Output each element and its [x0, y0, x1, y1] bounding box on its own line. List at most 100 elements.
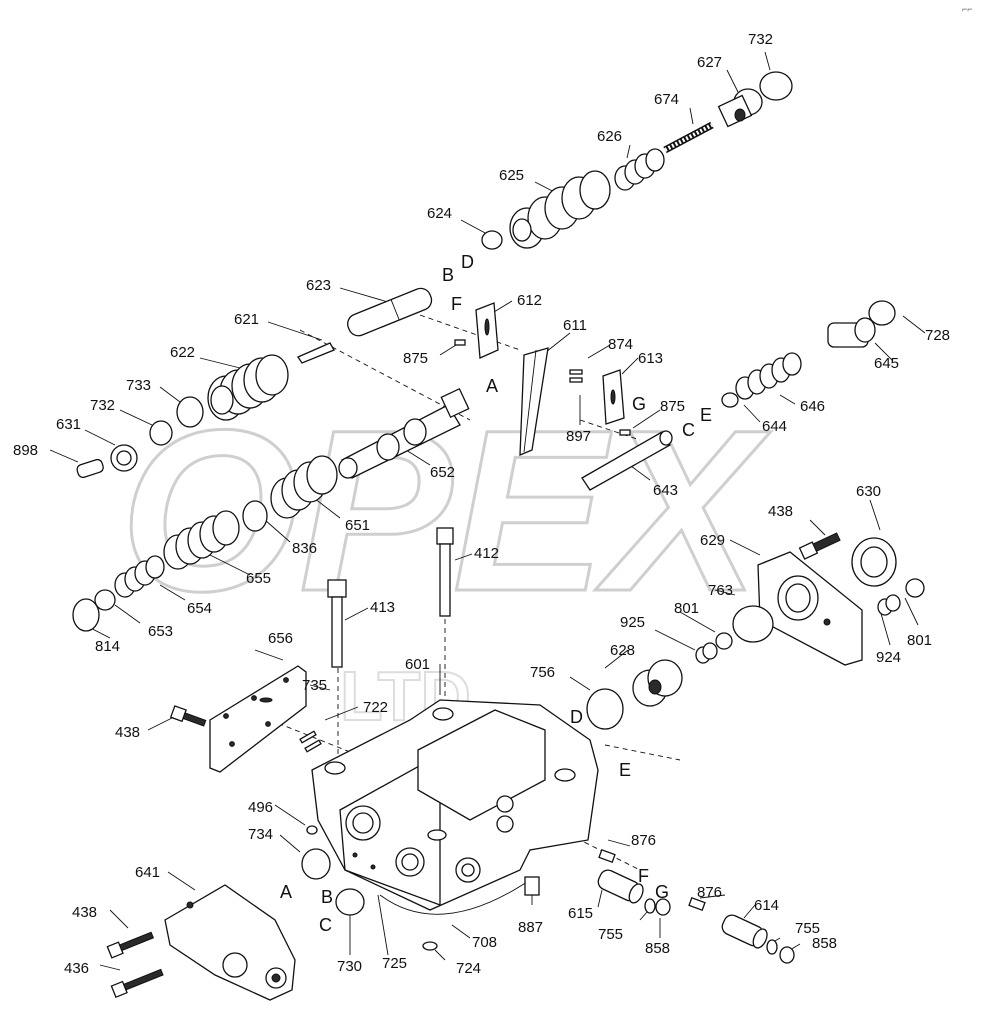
snap-ring-814: [72, 598, 100, 632]
part-number-label: 728: [925, 327, 950, 344]
part-number-label: 725: [382, 955, 407, 972]
sleeve-651: [270, 455, 338, 519]
part-number-label: 643: [653, 482, 678, 499]
bolt-436: [110, 968, 164, 999]
part-number-label: 801: [674, 600, 699, 617]
spring-626: [614, 148, 665, 191]
port-letter: B: [442, 265, 454, 285]
plug-925: [695, 642, 718, 664]
part-number-label: 655: [246, 570, 271, 587]
part-number-label: 631: [56, 416, 81, 433]
ring-733: [176, 396, 204, 428]
part-number-label: 674: [654, 91, 679, 108]
part-number-label: 628: [610, 642, 635, 659]
bolt-412: [436, 527, 454, 617]
plug-615: [597, 869, 644, 904]
ring-858-left: [655, 898, 671, 916]
part-number-label: 732: [90, 397, 115, 414]
o-ring-724: [422, 941, 438, 951]
pin-623: [347, 287, 433, 337]
pin-876-a: [598, 849, 616, 863]
part-number-label: 612: [517, 292, 542, 309]
pin-874-b: [569, 377, 583, 383]
part-number-label: 858: [645, 940, 670, 957]
port-letter: F: [451, 294, 462, 314]
part-number-label: 627: [697, 54, 722, 71]
o-ring-728: [868, 300, 896, 326]
part-number-label: 898: [13, 442, 38, 459]
o-ring-730: [335, 888, 365, 916]
part-number-label: 876: [697, 884, 722, 901]
part-number-label: 624: [427, 205, 452, 222]
plate-613: [602, 369, 625, 425]
lever-611: [519, 347, 549, 456]
part-number-label: 623: [306, 277, 331, 294]
part-number-label: 438: [115, 724, 140, 741]
cover-641: [164, 884, 296, 1001]
bolt-438-left: [169, 705, 207, 727]
part-number-label: 621: [234, 311, 259, 328]
pin-875-upper: [454, 339, 466, 346]
part-number-label: 644: [762, 418, 787, 435]
ring-858-right: [779, 946, 795, 964]
corner-mark: ⌐⌐: [962, 4, 973, 14]
part-number-label: 641: [135, 864, 160, 881]
o-ring-763: [732, 605, 774, 643]
part-number-label: 652: [430, 464, 455, 481]
valve-body-601: [311, 699, 599, 911]
part-number-label: 646: [800, 398, 825, 415]
part-number-label: 651: [345, 517, 370, 534]
part-number-label: 887: [518, 919, 543, 936]
port-letter: G: [655, 882, 669, 902]
ring-836: [242, 500, 268, 532]
part-number-label: 730: [337, 958, 362, 975]
plug-628: [632, 659, 683, 707]
part-number-label: 734: [248, 826, 273, 843]
part-number-label: 876: [631, 832, 656, 849]
part-number-label: 755: [795, 920, 820, 937]
spring-625: [509, 170, 611, 249]
ring-732: [149, 420, 173, 446]
part-number-label: 413: [370, 599, 395, 616]
part-number-label: 626: [597, 128, 622, 145]
part-number-label: 645: [874, 355, 899, 372]
port-letter: A: [486, 376, 498, 396]
port-letter: E: [619, 760, 631, 780]
spring-654: [114, 555, 165, 598]
washer-644: [721, 392, 739, 408]
o-ring-734: [301, 848, 331, 880]
part-number-label: 763: [708, 582, 733, 599]
cover-656: [209, 665, 307, 773]
part-number-label: 733: [126, 377, 151, 394]
plug-924: [877, 594, 901, 616]
part-number-label: 756: [530, 664, 555, 681]
part-number-label: 601: [405, 656, 430, 673]
port-letter: G: [632, 394, 646, 414]
spring-622: [207, 354, 289, 421]
port-letter: F: [638, 866, 649, 886]
pin-876-b: [688, 897, 706, 911]
cap-624: [481, 230, 503, 250]
part-number-label: 735: [302, 677, 327, 694]
part-number-label: 629: [700, 532, 725, 549]
part-number-label: 615: [568, 905, 593, 922]
bolt-438-lower: [106, 931, 155, 959]
bolt-413: [327, 579, 347, 668]
part-number-label: 611: [563, 317, 587, 334]
plug-614: [721, 914, 768, 949]
ring-755-left: [644, 898, 656, 914]
part-number-label: 613: [638, 350, 663, 367]
plug-496: [306, 825, 318, 835]
o-ring-732-top: [759, 71, 793, 101]
part-number-label: 622: [170, 344, 195, 361]
part-number-label: 722: [363, 699, 388, 716]
port-letter: D: [570, 707, 583, 727]
washer-653: [94, 589, 116, 611]
bolt-438-right: [798, 532, 841, 560]
plug-627: [717, 88, 763, 128]
port-letter: C: [319, 915, 332, 935]
part-number-label: 412: [474, 545, 499, 562]
leader-lines: [49, 51, 926, 971]
